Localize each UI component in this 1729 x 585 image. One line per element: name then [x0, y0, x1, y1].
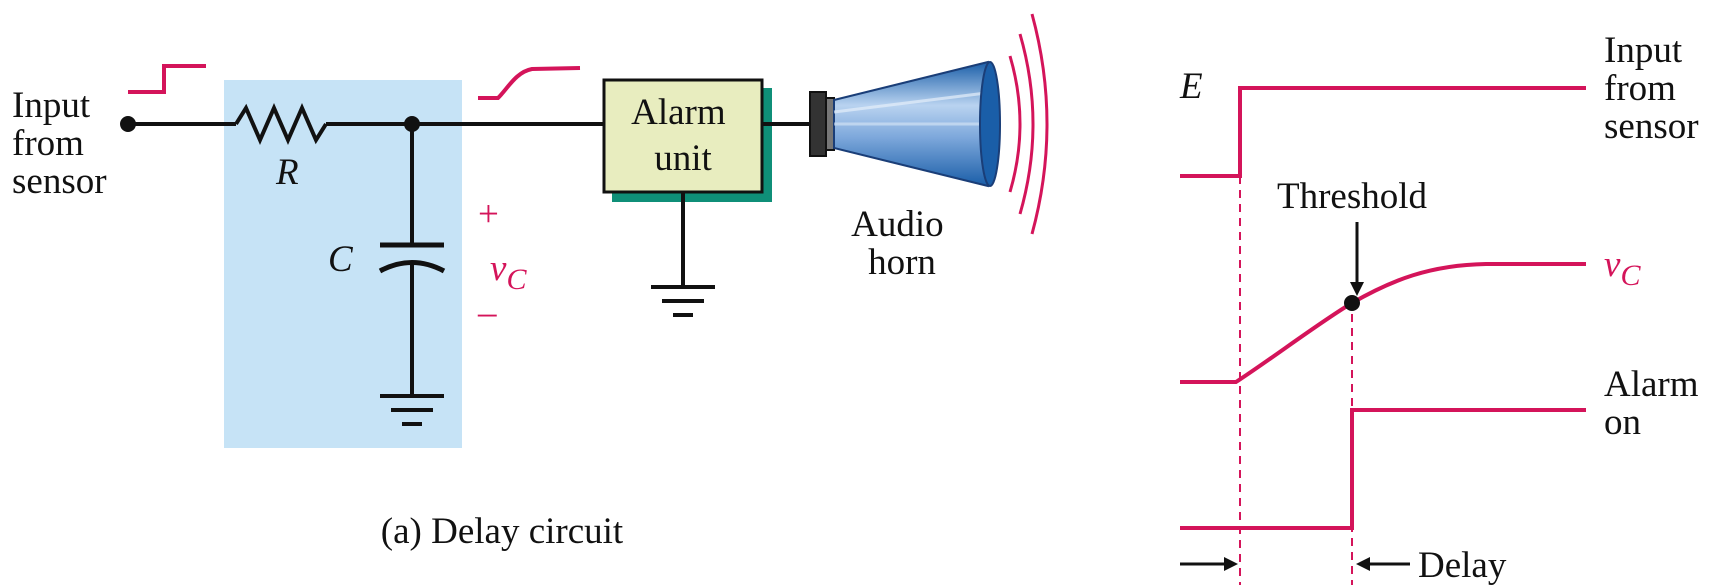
circuit-panel: Input from sensor R C +	[12, 13, 1049, 552]
circuit-caption: (a) Delay circuit	[381, 511, 624, 552]
horn-label: Audio horn	[851, 204, 953, 283]
delay-arrow-left-icon	[1180, 557, 1238, 571]
resistor-label: R	[275, 152, 299, 193]
timing-input-label: Input from sensor	[1604, 30, 1699, 147]
ramp-waveform-icon	[478, 66, 581, 100]
ground-icon	[380, 394, 444, 426]
capacitor-label: C	[328, 239, 354, 280]
resistor-icon	[234, 103, 328, 145]
vc-label: vC	[490, 248, 527, 296]
sound-waves-icon	[1008, 13, 1049, 235]
vc-minus: –	[477, 292, 497, 333]
step-waveform-icon	[128, 64, 206, 94]
timing-alarm-label: Alarm on	[1604, 364, 1708, 443]
input-label: Input from sensor	[12, 85, 107, 202]
vc-plus: +	[478, 194, 499, 235]
threshold-label: Threshold	[1277, 176, 1428, 217]
horn-icon	[809, 60, 1001, 188]
timing-panel: E Input from sensor Threshold vC Alarm o…	[1179, 30, 1708, 585]
delay-label: Delay	[1418, 545, 1507, 585]
e-label: E	[1179, 66, 1203, 107]
delay-arrow-right-icon	[1356, 557, 1410, 571]
threshold-point	[1344, 295, 1360, 311]
input-trace	[1180, 86, 1586, 178]
threshold-arrow-icon	[1350, 222, 1364, 296]
alarm-trace	[1180, 408, 1586, 530]
timing-vc-label: vC	[1604, 244, 1641, 292]
ground-icon	[651, 285, 715, 317]
alarm-unit-label: Alarm unit	[631, 92, 735, 179]
